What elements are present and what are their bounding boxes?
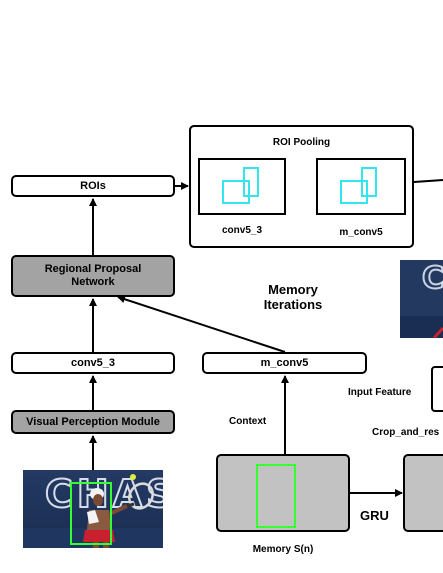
memory-s-box [216,454,350,532]
regional-proposal-network-box: Regional Proposal Network [11,255,175,297]
roi-pooling-left-caption: conv5_3 [221,225,263,236]
conv5_3-label: conv5_3 [70,357,116,369]
roi-pooling-left-map [198,158,286,215]
cropped-image-art: C [400,260,443,338]
crop-and-resize-label: Crop_and_res [372,427,440,438]
m_conv5-label: m_conv5 [260,357,309,369]
memory-green-region [256,464,296,528]
roi-pooling-right-map [316,158,406,215]
arrow-mconv5-to-rpn [117,295,286,353]
rois-box: ROIs [11,175,175,197]
next-memory-box [403,454,443,532]
roi-pooling-title: ROI Pooling [272,137,331,148]
m_conv5-box: m_conv5 [202,352,367,374]
roi-right-rect-a [340,180,368,204]
input-feature-box [431,366,443,412]
roi-left-rect-a [222,180,250,204]
roi-left-rect-b [243,167,259,197]
memory-iterations-label: Memory Iterations [263,282,323,312]
visual-perception-module-box: Visual Perception Module [11,410,175,434]
roi-pooling-right-caption: m_conv5 [339,227,383,238]
regional-proposal-network-label: Regional Proposal Network [44,263,142,288]
roi-right-rect-b [361,167,377,197]
rois-label: ROIs [80,180,106,192]
cropped-image-fragment: C [400,260,443,338]
detection-box [70,482,112,545]
input-feature-label: Input Feature [348,387,412,398]
visual-perception-module-label: Visual Perception Module [26,416,160,428]
gru-label: GRU [360,508,389,523]
roi-pooling-box: ROI Pooling conv5_3 m_conv5 [189,125,414,248]
conv5_3-box: conv5_3 [11,352,175,374]
tennis-photo: CHAS [23,470,163,548]
context-label: Context [229,416,267,427]
svg-text:C: C [422,261,443,296]
line-roipooling-exit [413,179,443,183]
memory-s-label: Memory S(n) [252,544,314,555]
